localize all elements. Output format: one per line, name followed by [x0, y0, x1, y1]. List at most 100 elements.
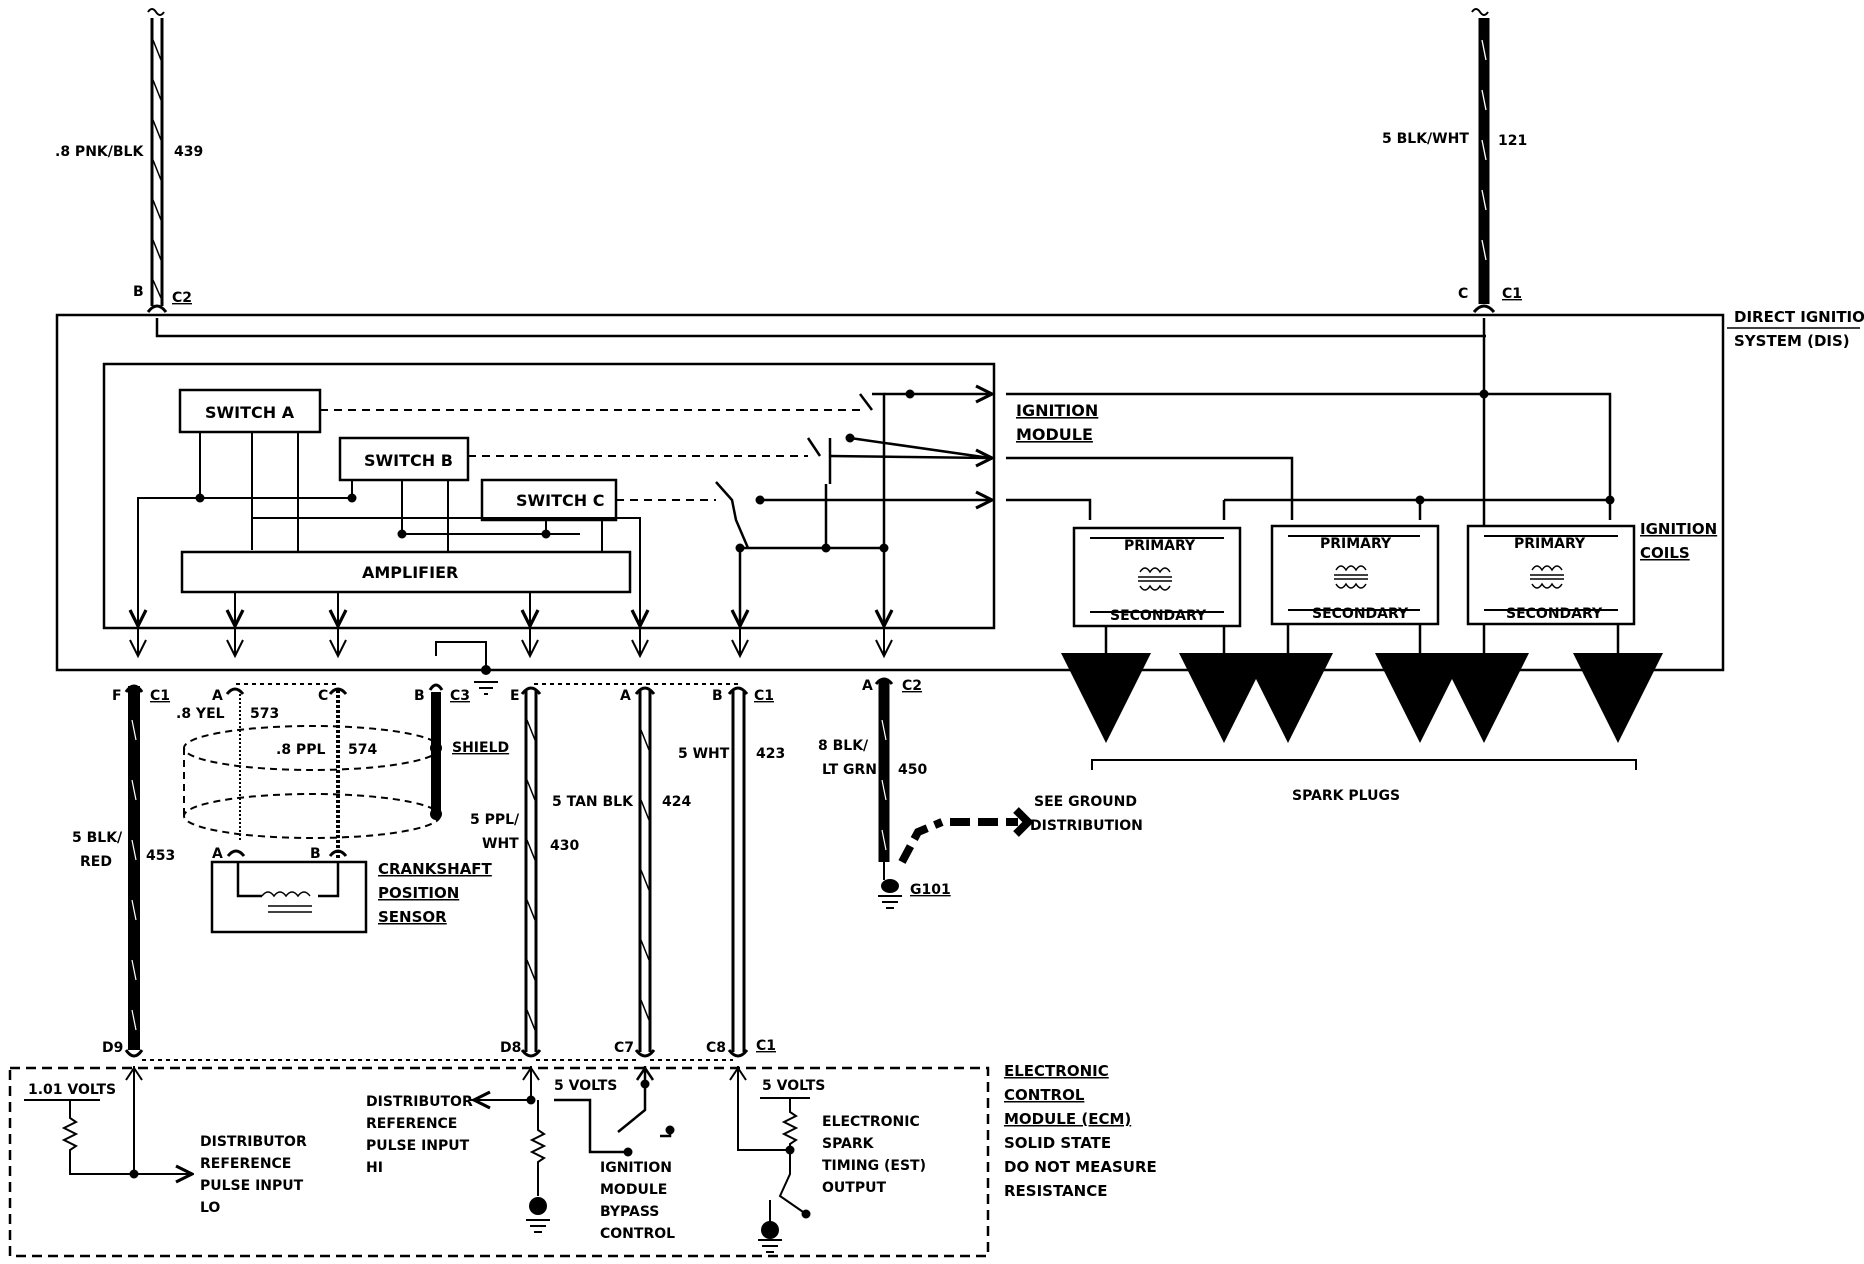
drh-2: REFERENCE	[366, 1116, 457, 1132]
wire-424-color: 5 TAN BLK	[552, 794, 634, 810]
pin-b2-conn: C1	[754, 688, 774, 704]
wire-121-color: 5 BLK/WHT	[1382, 131, 1469, 147]
switch-a-label: SWITCH A	[205, 403, 295, 422]
spark-plugs-bracket	[1091, 759, 1637, 770]
dis-title-2: SYSTEM (DIS)	[1734, 332, 1850, 350]
pin-b-conn: C3	[450, 688, 470, 704]
wire-430	[520, 686, 542, 1058]
pin-c: C	[318, 688, 328, 704]
amplifier-label: AMPLIFIER	[362, 563, 458, 582]
dis-box	[55, 313, 1725, 672]
coil-3	[1466, 524, 1636, 626]
wire-453-circuit: 453	[146, 848, 175, 864]
coil-1-secondary: SECONDARY	[1110, 608, 1207, 624]
wire-450-circuit: 450	[898, 762, 927, 778]
ecm-pin-c7: C7	[614, 1040, 634, 1056]
wire-424	[634, 686, 656, 1058]
wire-439	[146, 8, 168, 313]
wire-121-conn: C1	[1502, 286, 1522, 302]
pin-a3-conn: C2	[902, 678, 922, 694]
ecm-label-6: RESISTANCE	[1004, 1182, 1107, 1200]
wire-121-circuit: 121	[1498, 133, 1527, 149]
coil-1-primary: PRIMARY	[1124, 538, 1196, 554]
ecm-label-4: SOLID STATE	[1004, 1134, 1111, 1152]
wire-573-color: .8 YEL	[176, 706, 225, 722]
switch-b-label: SWITCH B	[364, 451, 453, 470]
sensor-pin-b: B	[310, 846, 321, 862]
ecm-pin-d8: D8	[500, 1040, 521, 1056]
drh-3: PULSE INPUT	[366, 1138, 470, 1154]
amplifier-box	[180, 550, 632, 594]
pin-b: B	[414, 688, 425, 704]
see-ground-2: DISTRIBUTION	[1030, 818, 1143, 834]
wire-574-circuit: 574	[348, 742, 377, 758]
coil-2-secondary: SECONDARY	[1312, 606, 1409, 622]
ignition-module-box	[102, 362, 996, 630]
wire-423-color: 5 WHT	[678, 746, 730, 762]
g101-label: G101	[910, 882, 951, 898]
bypass-4: CONTROL	[600, 1226, 675, 1242]
see-ground-1: SEE GROUND	[1034, 794, 1137, 810]
wire-430-color-2: WHT	[482, 836, 519, 852]
wire-121-pin: C	[1458, 286, 1468, 302]
wire-439-circuit: 439	[174, 144, 203, 160]
wire-450-color-2: LT GRN	[822, 762, 877, 778]
coil-3-primary: PRIMARY	[1514, 536, 1586, 552]
ignition-coils-label-1: IGNITION	[1640, 520, 1717, 538]
ecm-pin-d9: D9	[102, 1040, 123, 1056]
est-1: ELECTRONIC	[822, 1114, 920, 1130]
shield-label: SHIELD	[452, 740, 509, 756]
wire-453-color-2: RED	[80, 854, 112, 870]
crankshaft-sensor	[210, 860, 368, 934]
pin-a2: A	[620, 688, 631, 704]
coil-3-secondary: SECONDARY	[1506, 606, 1603, 622]
coil-2	[1270, 524, 1440, 626]
bypass-3: BYPASS	[600, 1204, 659, 1220]
ecm-pin-c8: C8	[706, 1040, 726, 1056]
wire-423-circuit: 423	[756, 746, 785, 762]
sensor-label-1: CRANKSHAFT	[378, 860, 493, 878]
dis-title-1: DIRECT IGNITION	[1734, 308, 1864, 326]
wire-121	[1471, 8, 1496, 314]
wire-573-circuit: 573	[250, 706, 279, 722]
ignition-coils-label-2: COILS	[1640, 544, 1690, 562]
sensor-label-2: POSITION	[378, 884, 459, 902]
coil-2-primary: PRIMARY	[1320, 536, 1392, 552]
pin-e: E	[510, 688, 520, 704]
wire-439-conn: C2	[172, 290, 192, 306]
wire-450-color-1: 8 BLK/	[818, 738, 869, 754]
pin-b2: B	[712, 688, 723, 704]
ecm-label-1: ELECTRONIC	[1004, 1062, 1109, 1080]
ecm-5-volts-a: 5 VOLTS	[554, 1078, 617, 1094]
drh-1: DISTRIBUTOR	[366, 1094, 473, 1110]
g101-ground-icon	[878, 862, 902, 909]
drl-2: REFERENCE	[200, 1156, 291, 1172]
drl-1: DISTRIBUTOR	[200, 1134, 307, 1150]
switch-c-label: SWITCH C	[516, 491, 604, 510]
wire-574-color: .8 PPL	[276, 742, 325, 758]
drh-4: HI	[366, 1160, 383, 1176]
pin-f-conn: C1	[150, 688, 170, 704]
est-2: SPARK	[822, 1136, 875, 1152]
wire-423	[727, 686, 749, 1058]
wire-430-circuit: 430	[550, 838, 579, 854]
ecm-5-volts-b: 5 VOLTS	[762, 1078, 825, 1094]
bypass-1: IGNITION	[600, 1160, 672, 1176]
ecm-pin-c1: C1	[756, 1038, 776, 1054]
ecm-1-01-volts: 1.01 VOLTS	[28, 1082, 116, 1098]
coil-1	[1072, 526, 1242, 628]
wire-439-pin: B	[133, 284, 144, 300]
ground-distribution-link	[898, 807, 1034, 864]
spark-plugs-label: SPARK PLUGS	[1292, 788, 1400, 804]
pin-f: F	[112, 688, 122, 704]
sensor-label-3: SENSOR	[378, 908, 447, 926]
sensor-pin-a: A	[212, 846, 223, 862]
drl-4: LO	[200, 1200, 220, 1216]
bypass-2: MODULE	[600, 1182, 667, 1198]
wire-424-circuit: 424	[662, 794, 691, 810]
ignition-module-label-2: MODULE	[1016, 425, 1093, 444]
switch-b-box	[338, 436, 470, 482]
ecm-label-5: DO NOT MEASURE	[1004, 1158, 1157, 1176]
ecm-label-2: CONTROL	[1004, 1086, 1085, 1104]
